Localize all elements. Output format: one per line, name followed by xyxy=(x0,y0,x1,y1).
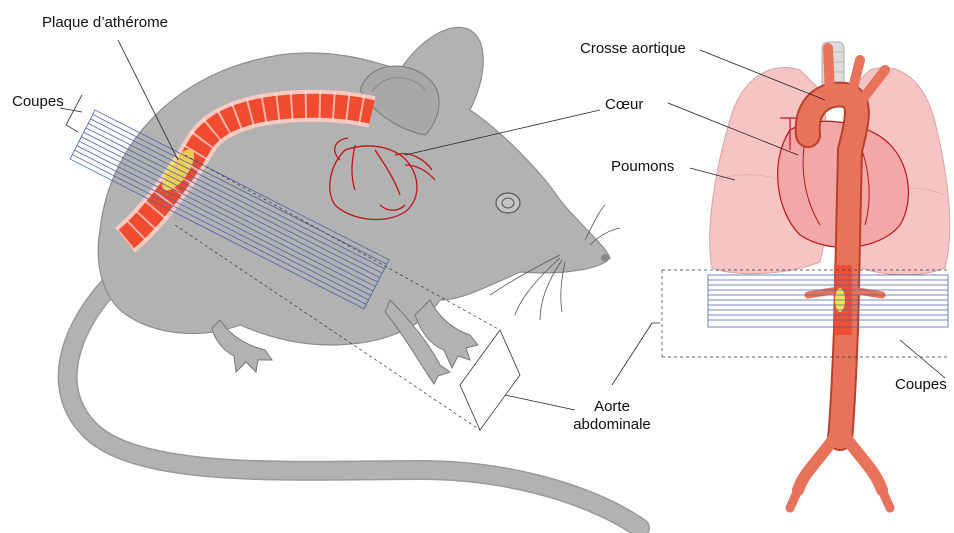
label-aorte-line1: Aorte xyxy=(572,398,652,416)
label-aorte-line2: abdominale xyxy=(572,416,652,434)
label-poumons: Poumons xyxy=(611,158,674,176)
label-crosse-aortique: Crosse aortique xyxy=(580,40,686,58)
label-coupes-left: Coupes xyxy=(12,93,64,111)
label-coeur: Cœur xyxy=(605,96,643,114)
label-plaque: Plaque d’athérome xyxy=(42,14,168,32)
thorax-sections xyxy=(652,270,950,357)
mouse-eye xyxy=(496,193,520,213)
thorax-illustration xyxy=(652,42,950,508)
label-coupes-right: Coupes xyxy=(895,376,947,394)
label-aorte-abdominale: Aorte abdominale xyxy=(572,398,652,434)
